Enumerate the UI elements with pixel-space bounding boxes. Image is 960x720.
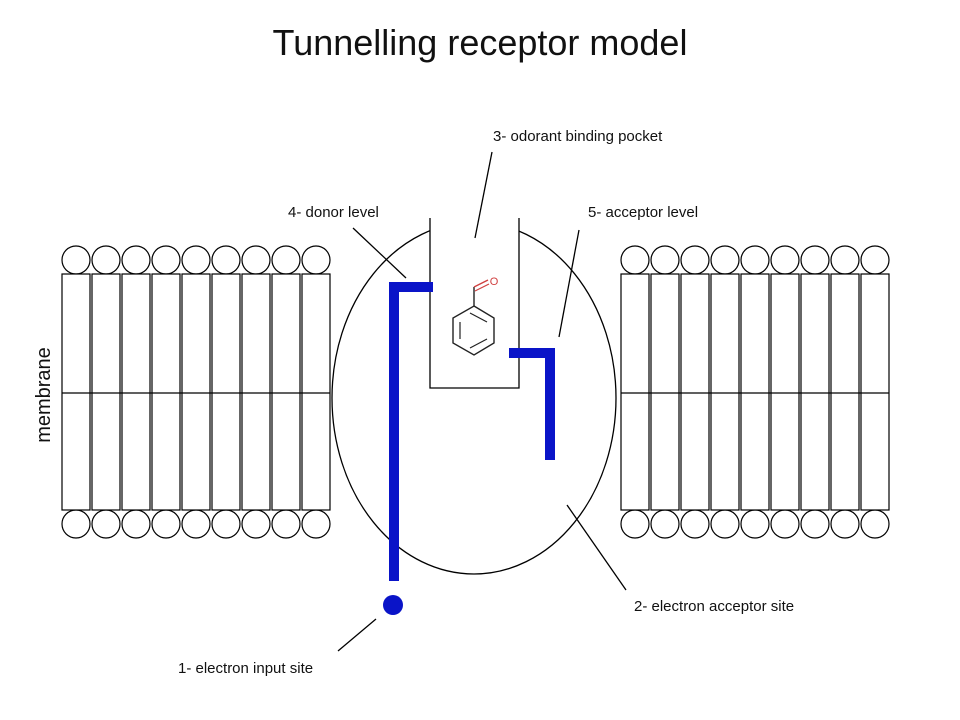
leader-acceptor-level bbox=[558, 229, 580, 338]
lipid-head-top bbox=[301, 245, 331, 275]
lipid-head-bottom bbox=[650, 509, 680, 539]
label-electron-acceptor-site: 2- electron acceptor site bbox=[634, 598, 794, 615]
lipid-head-bottom bbox=[211, 509, 241, 539]
lipid-head-top bbox=[680, 245, 710, 275]
lipid-head-bottom bbox=[61, 509, 91, 539]
lipid-head-bottom bbox=[91, 509, 121, 539]
leader-donor-level bbox=[352, 227, 407, 279]
membrane-right bbox=[620, 245, 890, 539]
odorant-molecule: O bbox=[452, 276, 499, 356]
lipid-head-top bbox=[181, 245, 211, 275]
lipid-head-top bbox=[830, 245, 860, 275]
label-acceptor-level: 5- acceptor level bbox=[588, 204, 698, 221]
receptor-protein bbox=[331, 212, 617, 575]
lipid-tail bbox=[770, 273, 800, 511]
lipid-head-top bbox=[740, 245, 770, 275]
lipid-head-top bbox=[620, 245, 650, 275]
lipid-tail bbox=[710, 273, 740, 511]
lipid-head-bottom bbox=[121, 509, 151, 539]
electron-input-dot bbox=[383, 595, 403, 615]
lipid-tail bbox=[151, 273, 181, 511]
lipid-tail bbox=[61, 273, 91, 511]
lipid-head-bottom bbox=[151, 509, 181, 539]
lipid-tail bbox=[800, 273, 830, 511]
lipid-head-top bbox=[211, 245, 241, 275]
lipid-head-top bbox=[121, 245, 151, 275]
lipid-head-bottom bbox=[301, 509, 331, 539]
lipid-head-top bbox=[860, 245, 890, 275]
leader-electron-input bbox=[337, 618, 377, 652]
leader-electron-acceptor bbox=[566, 504, 627, 591]
diagram-title: Tunnelling receptor model bbox=[273, 22, 688, 63]
lipid-head-bottom bbox=[241, 509, 271, 539]
lipid-tail bbox=[181, 273, 211, 511]
oxygen-atom-label: O bbox=[490, 276, 499, 288]
lipid-tail bbox=[241, 273, 271, 511]
membrane-left bbox=[61, 245, 331, 539]
lipid-head-bottom bbox=[620, 509, 650, 539]
lipid-head-bottom bbox=[830, 509, 860, 539]
lipid-head-bottom bbox=[680, 509, 710, 539]
lipid-tail bbox=[121, 273, 151, 511]
lipid-head-top bbox=[800, 245, 830, 275]
lipid-head-bottom bbox=[710, 509, 740, 539]
lipid-tail bbox=[740, 273, 770, 511]
lipid-tail bbox=[301, 273, 331, 511]
membrane-label: membrane bbox=[33, 347, 55, 443]
lipid-head-top bbox=[650, 245, 680, 275]
label-electron-input-site: 1- electron input site bbox=[178, 660, 313, 677]
lipid-tail bbox=[860, 273, 890, 511]
lipid-head-top bbox=[710, 245, 740, 275]
lipid-head-top bbox=[61, 245, 91, 275]
lipid-head-bottom bbox=[770, 509, 800, 539]
lipid-head-top bbox=[151, 245, 181, 275]
binding-pocket-outline bbox=[429, 218, 520, 389]
lipid-tail bbox=[680, 273, 710, 511]
lipid-tail bbox=[620, 273, 650, 511]
label-odorant-binding-pocket: 3- odorant binding pocket bbox=[493, 128, 663, 145]
lipid-head-bottom bbox=[271, 509, 301, 539]
donor-electron-path bbox=[389, 282, 433, 581]
label-donor-level: 4- donor level bbox=[288, 204, 379, 221]
lipid-head-bottom bbox=[181, 509, 211, 539]
lipid-tail bbox=[830, 273, 860, 511]
lipid-tail bbox=[650, 273, 680, 511]
lipid-head-top bbox=[91, 245, 121, 275]
lipid-tail bbox=[211, 273, 241, 511]
lipid-head-top bbox=[770, 245, 800, 275]
lipid-head-bottom bbox=[800, 509, 830, 539]
lipid-head-top bbox=[241, 245, 271, 275]
lipid-tail bbox=[91, 273, 121, 511]
lipid-head-bottom bbox=[860, 509, 890, 539]
lipid-head-bottom bbox=[740, 509, 770, 539]
leader-binding-pocket bbox=[474, 151, 493, 239]
acceptor-electron-path bbox=[509, 348, 555, 460]
lipid-tail bbox=[271, 273, 301, 511]
lipid-head-top bbox=[271, 245, 301, 275]
